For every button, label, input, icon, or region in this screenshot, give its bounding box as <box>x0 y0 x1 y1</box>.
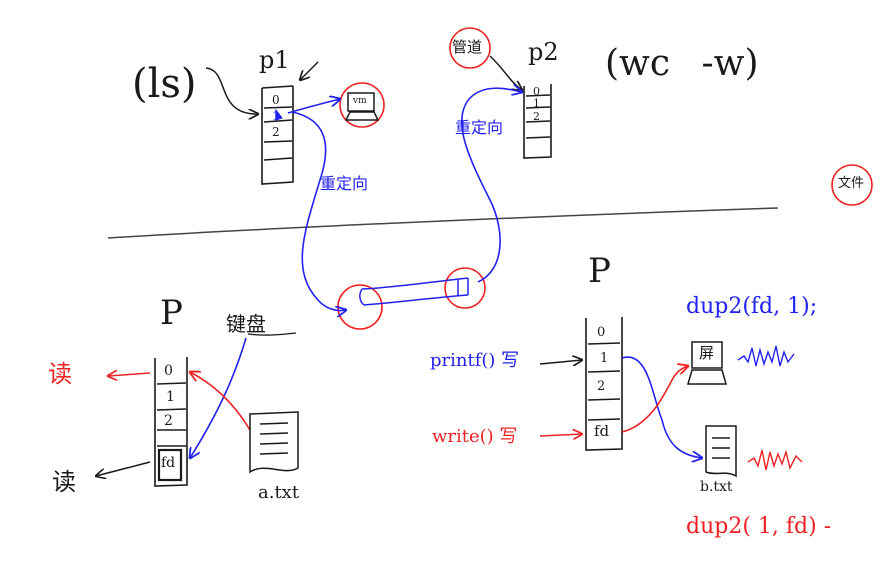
top-screen-text: vm <box>353 96 367 106</box>
bottom-screen-text: 屏 <box>699 344 715 362</box>
pipe-top-label: 管道 <box>452 38 483 56</box>
write-arrow <box>539 434 582 436</box>
pipe-to-p2-arrow <box>489 55 522 90</box>
p1-label: p1 <box>259 46 290 74</box>
p1-slot1-mark <box>275 108 283 121</box>
p1-fd-table <box>261 85 294 185</box>
pipe-label-circle <box>449 27 491 69</box>
p1-fd-1: 1 <box>272 109 280 123</box>
file-circle <box>831 164 873 206</box>
keyboard-underline <box>247 332 297 336</box>
left-fd-2: 2 <box>164 413 173 429</box>
p2-fd-1: 1 <box>533 97 540 110</box>
left-process-label: P <box>160 293 183 333</box>
file-to-slot0-arrow <box>190 372 251 431</box>
left-fd-fd: fd <box>161 455 176 471</box>
file-output-squiggle <box>747 449 803 471</box>
printf-arrow <box>539 360 582 364</box>
dup2-bottom-label: dup2( 1, fd) - <box>686 514 832 539</box>
b-txt-label: b.txt <box>700 479 733 495</box>
a-txt-document-icon <box>249 411 299 474</box>
a-txt-label: a.txt <box>258 482 300 503</box>
p2-fd-0: 0 <box>533 85 540 98</box>
top-monitor-icon <box>344 92 380 121</box>
printf-label: printf() 写 <box>430 350 520 371</box>
divider-line <box>107 207 779 239</box>
p1-fd-2: 2 <box>272 125 280 139</box>
right-fd-fd: fd <box>594 422 610 440</box>
right-fd-0: 0 <box>597 325 606 340</box>
read-bottom-label: 读 <box>52 468 76 496</box>
right-fd-table <box>585 317 623 451</box>
screen-output-squiggle <box>737 345 795 367</box>
right-fd-2: 2 <box>597 379 606 394</box>
dup2-top-label: dup2(fd, 1); <box>686 294 818 319</box>
p1-fd-0: 0 <box>272 93 280 107</box>
slot1-to-file-arrow <box>621 356 702 458</box>
right-process-label: P <box>588 251 611 291</box>
p2-label: p2 <box>528 38 559 66</box>
wc-command-label: (wc -w) <box>605 43 759 84</box>
bottom-monitor-icon <box>687 341 727 385</box>
write-label: write() 写 <box>432 426 518 447</box>
redirect-left-label: 重定向 <box>320 174 369 193</box>
p2-fd-2: 2 <box>533 110 540 123</box>
file-circle-label: 文件 <box>838 176 865 191</box>
read-bottom-arrow <box>96 461 151 476</box>
pipe-right-end-circle <box>444 267 486 309</box>
redirect-right-label: 重定向 <box>455 118 504 137</box>
p1-to-screen-arrow <box>287 99 340 114</box>
p1-pointer-arrow <box>300 61 319 80</box>
read-top-label: 读 <box>48 360 72 388</box>
fd-to-screen-arrow <box>621 366 688 433</box>
p2-fd-table <box>523 84 552 159</box>
pipe-body <box>359 277 469 306</box>
keyboard-label: 键盘 <box>226 312 266 336</box>
ls-command-label: (ls) <box>132 61 197 107</box>
ls-arrow <box>205 67 258 114</box>
left-fd-1: 1 <box>166 389 175 405</box>
left-fd-table <box>154 357 188 487</box>
read-top-arrow <box>108 373 151 376</box>
keyboard-to-fd-arrow <box>190 337 247 458</box>
redirect-p1-to-pipe <box>291 111 346 311</box>
right-fd-1: 1 <box>600 351 609 366</box>
left-fd-0: 0 <box>164 363 173 379</box>
b-txt-document-icon <box>705 425 737 478</box>
redirect-pipe-to-p2 <box>460 88 522 283</box>
